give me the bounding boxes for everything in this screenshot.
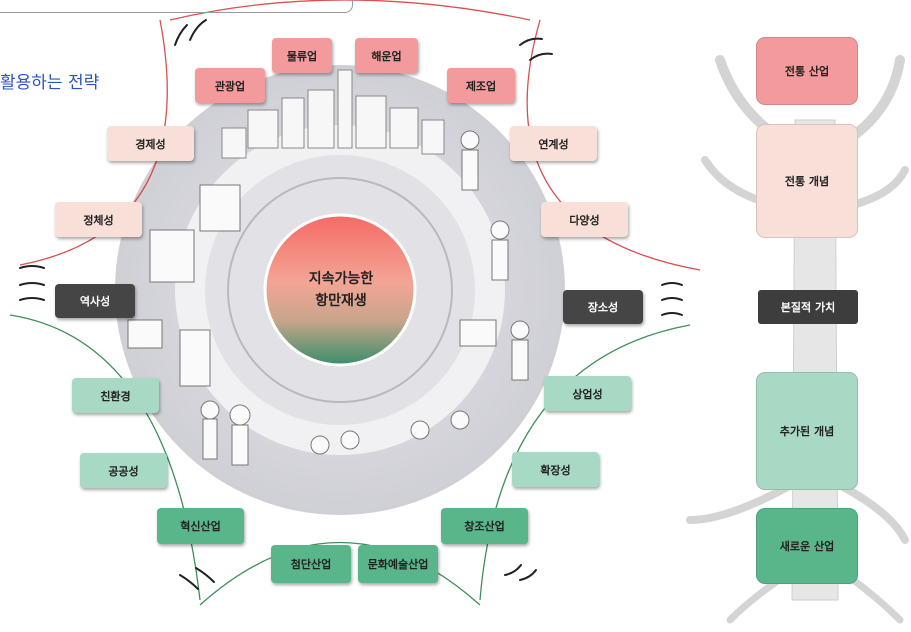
strategy-subtitle: 활용하는 전략: [0, 73, 100, 93]
industry-logistics: 물류업: [272, 38, 332, 73]
value-history: 역사성: [55, 284, 135, 318]
industry-creative: 창조산업: [441, 508, 528, 544]
value-eco-friendly: 친환경: [72, 378, 159, 413]
industry-innovation: 혁신산업: [157, 508, 244, 544]
value-publicness: 공공성: [80, 453, 167, 488]
industry-culture-arts: 문화예술산업: [358, 545, 438, 583]
center-label: 지속가능한 항만재생: [270, 268, 412, 312]
legend-traditional-industry: 전통 산업: [756, 37, 858, 105]
top-frame-edge: [0, 0, 353, 13]
industry-tourism: 관광업: [195, 68, 265, 103]
value-expansion: 확장성: [512, 452, 599, 487]
value-commercial: 상업성: [544, 376, 631, 411]
industry-cutting-edge: 첨단산업: [271, 545, 351, 583]
value-diversity: 다양성: [541, 202, 628, 237]
illustration-sketches: [127, 130, 530, 466]
value-economy: 경제성: [107, 126, 194, 161]
center-circle: [263, 213, 417, 367]
value-place: 장소성: [563, 290, 643, 324]
industry-shipping: 해운업: [355, 38, 418, 73]
center-label-line2: 항만재생: [315, 293, 367, 309]
city-skyline-sketch: [221, 69, 445, 159]
legend-added-concept: 추가된 개념: [756, 372, 858, 490]
industry-manufacturing: 제조업: [447, 68, 515, 103]
gear-shape: [227, 177, 453, 403]
scribble-marks: [19, 19, 683, 590]
legend-essential-value: 본질적 가치: [758, 290, 858, 324]
legend-new-industry: 새로운 산업: [756, 508, 858, 584]
value-identity: 정체성: [55, 202, 142, 237]
legend-traditional-concept: 전통 개념: [756, 124, 858, 238]
center-label-line1: 지속가능한: [308, 271, 374, 287]
value-connectivity: 연계성: [510, 126, 597, 161]
